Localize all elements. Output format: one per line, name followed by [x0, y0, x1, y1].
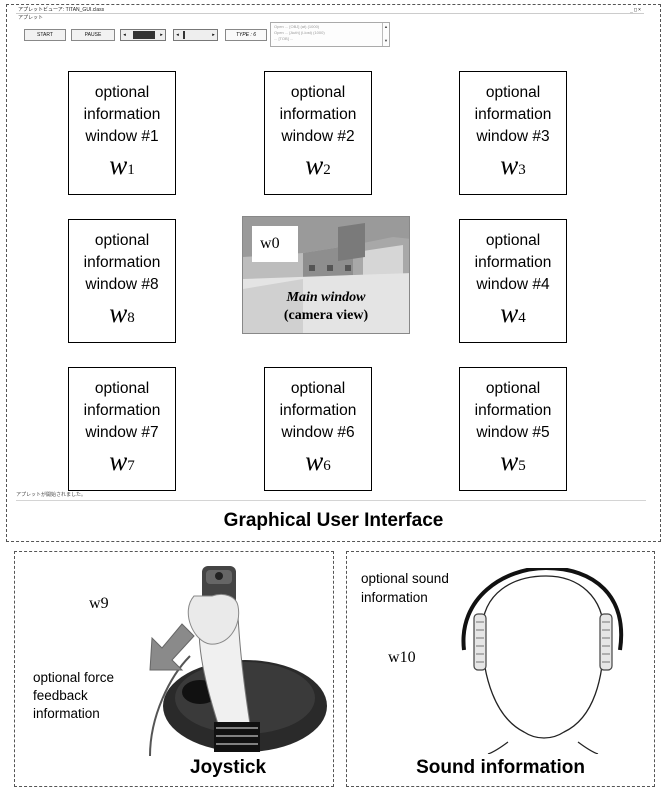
window-label: window #2	[281, 128, 355, 145]
menu-applet[interactable]: アプレット	[18, 15, 44, 21]
window-subscript: 9	[100, 595, 109, 612]
gui-caption: Graphical User Interface	[223, 510, 444, 531]
window-titlebar: アプレットビューア: TITAN_GUI.class _□×	[16, 6, 644, 14]
info-window-4: optional information window #4 w4	[459, 219, 567, 343]
window-symbol: w	[109, 446, 128, 476]
start-button[interactable]: START	[24, 29, 66, 41]
window-symbol: w	[500, 150, 519, 180]
window-subscript: 0	[271, 235, 280, 252]
window-subscript: 6	[323, 458, 331, 474]
log-textarea[interactable]: Open ... [OBJ] (at) (1000) Open ... [Aut…	[270, 22, 390, 47]
main-window-subtitle: (camera view)	[283, 308, 369, 323]
slider-thumb[interactable]	[133, 31, 155, 39]
window-subscript: 2	[323, 162, 331, 178]
window-subscript: 10	[399, 649, 416, 666]
force-arrow-icon	[149, 623, 195, 671]
text-line: information	[361, 590, 428, 605]
window-label: optional	[485, 232, 541, 249]
window-label: optional	[94, 84, 150, 101]
force-feedback-text: optional force feedback information	[33, 669, 114, 723]
window-label: optional	[290, 380, 346, 397]
window-control-buttons[interactable]: _□×	[629, 7, 642, 13]
sound-frame	[346, 551, 655, 787]
text-line: optional force	[33, 670, 115, 685]
window-title: アプレットビューア: TITAN_GUI.class	[18, 7, 105, 13]
sound-symbol: w10	[388, 644, 416, 672]
joystick-symbol: w9	[89, 590, 109, 618]
window-label: window #1	[85, 128, 159, 145]
info-window-7: optional information window #7 w7	[68, 367, 176, 491]
slider-left-arrow-icon[interactable]: ◂	[176, 32, 179, 38]
window-symbol: w	[388, 649, 400, 666]
window-label: optional	[94, 380, 150, 397]
window-label: window #4	[476, 276, 550, 293]
window-label: information	[279, 402, 357, 419]
window-label: information	[83, 254, 161, 271]
window-label: information	[83, 402, 161, 419]
window-subscript: 4	[518, 310, 526, 326]
window-label: optional	[290, 84, 346, 101]
joystick-caption: Joystick	[190, 757, 267, 778]
window-label: information	[279, 106, 357, 123]
slider-right-arrow-icon[interactable]: ▸	[212, 32, 215, 38]
window-label: information	[83, 106, 161, 123]
window-label: information	[474, 106, 552, 123]
window-subscript: 8	[127, 310, 135, 326]
head-with-headphones-image	[461, 568, 624, 754]
window-symbol: w	[109, 150, 128, 180]
text-line: optional sound	[361, 571, 449, 586]
window-subscript: 1	[127, 162, 135, 178]
window-symbol: w	[305, 446, 324, 476]
window-label: optional	[485, 380, 541, 397]
gui-frame	[6, 4, 661, 542]
info-window-8: optional information window #8 w8	[68, 219, 176, 343]
window-label: window #3	[476, 128, 550, 145]
window-symbol: w	[500, 446, 519, 476]
speed-slider[interactable]: ◂ ▸	[120, 29, 166, 41]
window-label: optional	[94, 232, 150, 249]
window-label: information	[474, 254, 552, 271]
window-label: window #5	[476, 424, 550, 441]
sound-caption: Sound information	[416, 757, 585, 778]
log-line: ... [TOB] ...	[274, 36, 294, 41]
slider-right-arrow-icon[interactable]: ▸	[160, 32, 163, 38]
sound-info-text: optional sound information	[361, 569, 449, 607]
pause-button[interactable]: PAUSE	[71, 29, 115, 41]
log-line: Open ... [Auth] (l-lost) (1000)	[274, 30, 325, 35]
window-label: information	[474, 402, 552, 419]
main-window-symbol-box: w0	[252, 226, 298, 262]
info-window-2: optional information window #2 w2	[264, 71, 372, 195]
type-indicator: TYPE : 6	[225, 29, 267, 41]
info-window-3: optional information window #3 w3	[459, 71, 567, 195]
slider-left-arrow-icon[interactable]: ◂	[123, 32, 126, 38]
window-label: window #7	[85, 424, 159, 441]
window-subscript: 3	[518, 162, 526, 178]
status-divider	[16, 500, 646, 501]
window-label: window #8	[85, 276, 159, 293]
window-symbol: w	[305, 150, 324, 180]
zoom-slider[interactable]: ◂ ▸	[173, 29, 218, 41]
text-line: feedback	[33, 688, 88, 703]
status-bar: アプレットが開始されました。	[16, 492, 87, 498]
main-window: w0 Main window (camera view)	[242, 216, 410, 334]
camera-view-image	[243, 217, 409, 333]
log-line: Open ... [OBJ] (at) (1000)	[274, 24, 320, 29]
main-window-title: Main window	[286, 290, 366, 305]
joystick-image	[149, 566, 327, 756]
window-label: optional	[485, 84, 541, 101]
window-label: window #6	[281, 424, 355, 441]
window-symbol: w	[260, 235, 272, 252]
text-line: information	[33, 706, 100, 721]
joystick-frame	[14, 551, 334, 787]
log-scrollbar[interactable]: ▲▼	[382, 23, 389, 46]
info-window-1: optional information window #1 w1	[68, 71, 176, 195]
info-window-5: optional information window #5 w5	[459, 367, 567, 491]
window-symbol: w	[500, 298, 519, 328]
window-symbol: w	[89, 595, 101, 612]
window-subscript: 5	[518, 458, 526, 474]
info-window-6: optional information window #6 w6	[264, 367, 372, 491]
window-subscript: 7	[127, 458, 135, 474]
window-symbol: w	[109, 298, 128, 328]
slider-thumb[interactable]	[183, 31, 185, 39]
